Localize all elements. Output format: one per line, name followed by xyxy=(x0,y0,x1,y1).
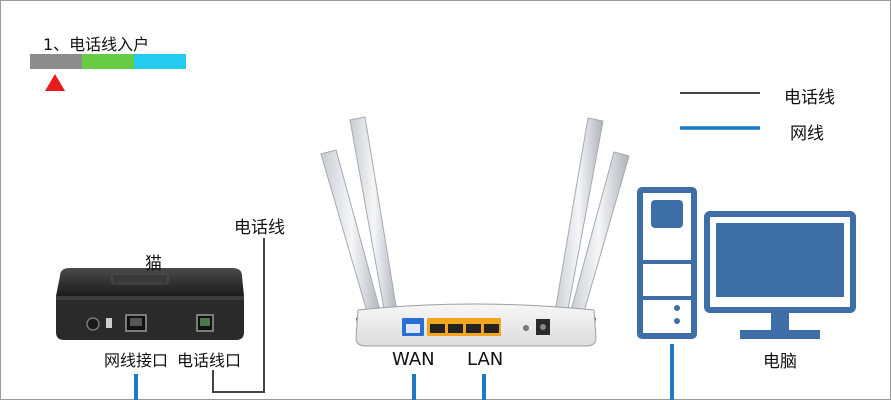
phone-wire xyxy=(212,238,265,393)
router-reset-button-icon xyxy=(523,325,529,331)
modem-network-port-label: 网线接口 xyxy=(104,351,169,370)
modem-device xyxy=(56,268,244,340)
step-progress-bar xyxy=(30,54,186,91)
router-lan-label: LAN xyxy=(467,349,504,370)
router-wan-label: WAN xyxy=(392,349,435,370)
network-wires xyxy=(134,344,674,400)
router-device xyxy=(355,303,597,347)
progress-segment-cyan xyxy=(134,54,186,69)
modem-power-button-icon xyxy=(86,317,100,331)
router-lan-ports-icon xyxy=(427,318,501,336)
step-title: 1、电话线入户 xyxy=(43,35,150,54)
step-marker-icon xyxy=(45,74,65,91)
router-antennas xyxy=(320,116,630,323)
phone-wire-label: 电话线 xyxy=(234,218,285,238)
legend-network-line-label: 网线 xyxy=(790,124,824,144)
legend-phone-line-label: 电话线 xyxy=(784,88,835,108)
computer-tower xyxy=(637,187,697,339)
modem-title: 猫 xyxy=(145,254,162,274)
progress-segment-gray xyxy=(30,54,82,69)
computer-monitor xyxy=(704,211,856,339)
computer-label: 电脑 xyxy=(763,352,797,372)
modem-phone-port-label: 电话线口 xyxy=(177,351,242,370)
progress-segment-green xyxy=(82,54,134,69)
